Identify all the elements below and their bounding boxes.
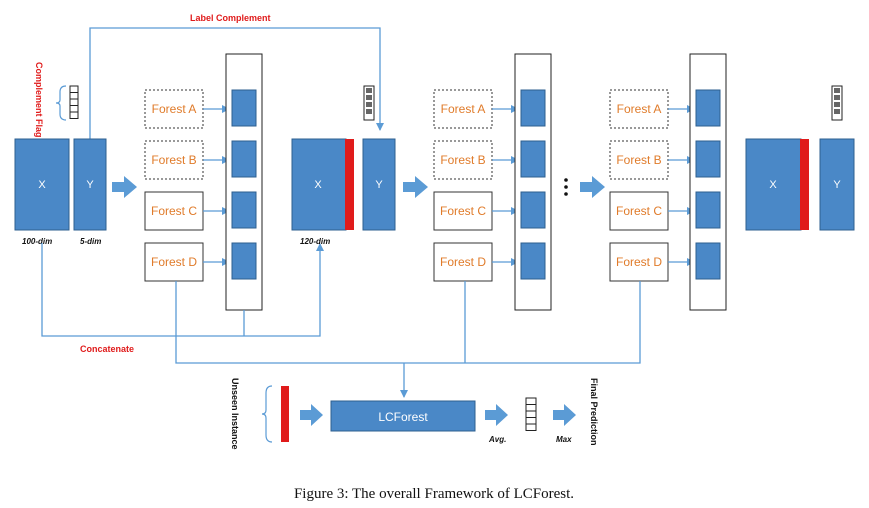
final-prediction-label: Final Prediction	[589, 378, 599, 446]
stage-2: Forest A Forest B Forest C Forest D	[433, 53, 552, 311]
class-vector	[520, 140, 546, 178]
forest-box: Forest A	[144, 89, 204, 129]
class-vector	[231, 242, 257, 280]
svg-text:Forest D: Forest D	[616, 255, 662, 269]
svg-text:Y: Y	[833, 179, 841, 191]
svg-text:Forest A: Forest A	[617, 102, 662, 116]
svg-text:Forest D: Forest D	[440, 255, 486, 269]
forest-box: Forest A	[433, 89, 493, 129]
unseen-instance-brace	[261, 385, 273, 443]
input-y-block: Y	[73, 138, 107, 231]
svg-text:Forest B: Forest B	[616, 153, 661, 167]
forest-box: Forest B	[433, 140, 493, 180]
class-vector	[231, 191, 257, 229]
forest-box: Forest C	[144, 191, 204, 231]
class-vector	[695, 140, 721, 178]
class-vector	[231, 140, 257, 178]
stage-1: Forest A Forest B Forest C Forest D	[144, 53, 263, 311]
svg-text:Forest D: Forest D	[151, 255, 197, 269]
aggregation-path	[175, 281, 641, 398]
complement-flag-label: Complement Flag	[34, 62, 44, 138]
svg-text:Forest A: Forest A	[441, 102, 486, 116]
forest-box: Forest D	[144, 242, 204, 282]
forest-box: Forest A	[609, 89, 669, 129]
input-x-block: X	[14, 138, 70, 231]
complement-flag-vector	[69, 85, 79, 119]
forest-box: Forest D	[433, 242, 493, 282]
class-vector	[520, 242, 546, 280]
class-vector	[231, 89, 257, 127]
class-vector	[520, 89, 546, 127]
dim-5-label: 5-dim	[80, 237, 101, 246]
class-vector	[695, 191, 721, 229]
svg-text:X: X	[314, 179, 322, 191]
arrow-to-prediction	[553, 404, 576, 426]
svg-text:Forest B: Forest B	[440, 153, 485, 167]
final-y-block: Y	[819, 138, 855, 231]
stage-2-label-vector	[363, 85, 375, 121]
svg-text:LCForest: LCForest	[378, 410, 428, 424]
final-label-vector	[831, 85, 843, 121]
dim-120-label: 120-dim	[300, 237, 330, 246]
concatenate-label: Concatenate	[80, 344, 134, 354]
class-vector	[695, 89, 721, 127]
label-complement-path	[89, 27, 384, 139]
svg-text:X: X	[769, 179, 777, 191]
max-label: Max	[556, 435, 572, 444]
class-vector	[520, 191, 546, 229]
svg-text:Forest A: Forest A	[152, 102, 197, 116]
svg-text:Forest C: Forest C	[440, 204, 486, 218]
unseen-instance-label: Unseen Instance	[230, 378, 240, 450]
forest-box: Forest B	[144, 140, 204, 180]
svg-text:Forest C: Forest C	[616, 204, 662, 218]
stage-3: Forest A Forest B Forest C Forest D	[609, 53, 727, 311]
figure-caption: Figure 3: The overall Framework of LCFor…	[294, 486, 574, 502]
arrow-to-average	[485, 404, 508, 426]
svg-text:Forest C: Forest C	[151, 204, 197, 218]
dim-100-label: 100-dim	[22, 237, 52, 246]
class-vector	[695, 242, 721, 280]
ellipsis-dots	[564, 178, 568, 196]
svg-text:X: X	[38, 179, 46, 191]
svg-text:Y: Y	[375, 179, 383, 191]
svg-text:Forest B: Forest B	[151, 153, 196, 167]
forest-box: Forest D	[609, 242, 669, 282]
lcforest-block: LCForest	[330, 400, 476, 432]
stage-arrows	[112, 176, 605, 198]
forest-box: Forest B	[609, 140, 669, 180]
stage-2-x-block: X	[291, 138, 354, 231]
arrow-to-lcforest	[300, 404, 323, 426]
stage-2-y-block: Y	[362, 138, 396, 231]
final-x-block: X	[745, 138, 809, 231]
forest-box: Forest C	[609, 191, 669, 231]
complement-flag-brace	[55, 85, 67, 121]
label-complement-label: Label Complement	[190, 13, 271, 23]
svg-text:Y: Y	[86, 179, 94, 191]
unseen-instance-vector	[281, 386, 289, 442]
forest-box: Forest C	[433, 191, 493, 231]
average-vector	[525, 397, 537, 431]
avg-label: Avg.	[488, 435, 506, 444]
concatenate-path	[41, 243, 324, 337]
